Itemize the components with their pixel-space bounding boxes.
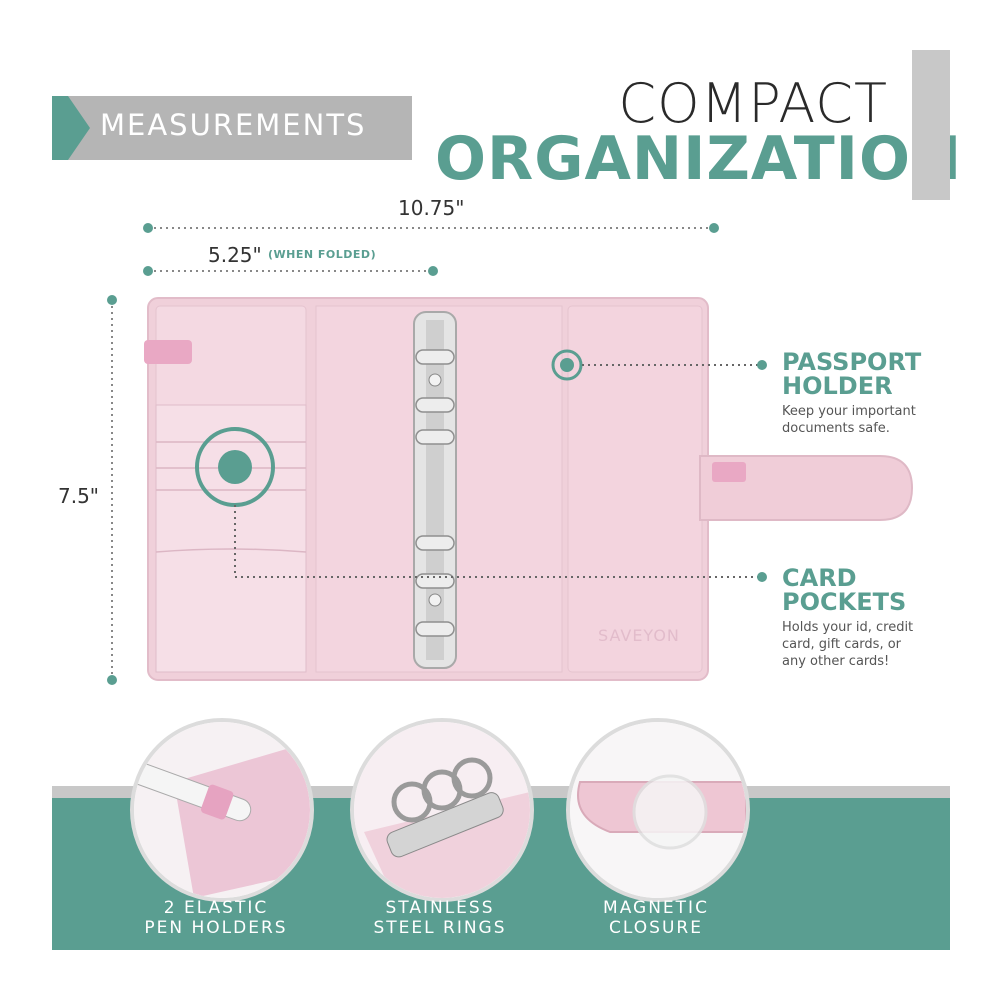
caption-line: CLOSURE [609, 918, 703, 938]
title-side-bar [912, 50, 950, 200]
feature-title: CARD [782, 564, 857, 592]
feature-title: HOLDER [782, 372, 893, 400]
caption-line: PEN HOLDERS [144, 918, 288, 938]
banner-accent [52, 96, 68, 160]
measurements-banner [52, 96, 412, 160]
title-line-1: COMPACT [618, 72, 888, 135]
height-dimension-line [107, 295, 117, 685]
feature-title: PASSPORT [782, 348, 922, 376]
caption-line: 2 ELASTIC [163, 898, 269, 918]
width-folded-value: 5.25" [208, 243, 262, 267]
height-value: 7.5" [58, 484, 100, 508]
measurements-label: MEASUREMENTS [100, 108, 367, 142]
feature-desc: documents safe. [782, 421, 890, 436]
feature-card-pockets: CARD POCKETS Holds your id, credit card,… [782, 566, 913, 670]
title-line-2: ORGANIZATION [435, 124, 963, 194]
feature-title: POCKETS [782, 588, 907, 616]
caption-line: MAGNETIC [603, 898, 709, 918]
feature-desc: card, gift cards, or [782, 637, 902, 652]
width-open-dimension-line [143, 223, 719, 233]
brand-logo-text: SAVEYON [598, 626, 680, 645]
binder-illustration [144, 297, 914, 681]
pen-holder-photo [130, 718, 314, 902]
passport-holder-marker [551, 349, 767, 381]
card-pockets-marker [195, 427, 767, 582]
feature-desc: any other cards! [782, 654, 890, 669]
caption-steel-rings: STAINLESS STEEL RINGS [340, 898, 540, 938]
banner-arrow-icon [68, 96, 90, 160]
steel-rings-photo [350, 718, 534, 902]
width-folded-dimension-line [143, 266, 438, 276]
caption-line: STAINLESS [385, 898, 495, 918]
caption-line: STEEL RINGS [373, 918, 507, 938]
feature-desc: Keep your important [782, 404, 916, 419]
feature-desc: Holds your id, credit [782, 620, 914, 635]
width-folded-note: (WHEN FOLDED) [268, 248, 377, 261]
feature-passport-holder: PASSPORT HOLDER Keep your important docu… [782, 350, 921, 437]
product-diagram [107, 223, 914, 685]
caption-pen-holders: 2 ELASTIC PEN HOLDERS [116, 898, 316, 938]
caption-magnetic-closure: MAGNETIC CLOSURE [556, 898, 756, 938]
magnetic-closure-photo [566, 718, 750, 902]
width-open-value: 10.75" [398, 196, 465, 220]
